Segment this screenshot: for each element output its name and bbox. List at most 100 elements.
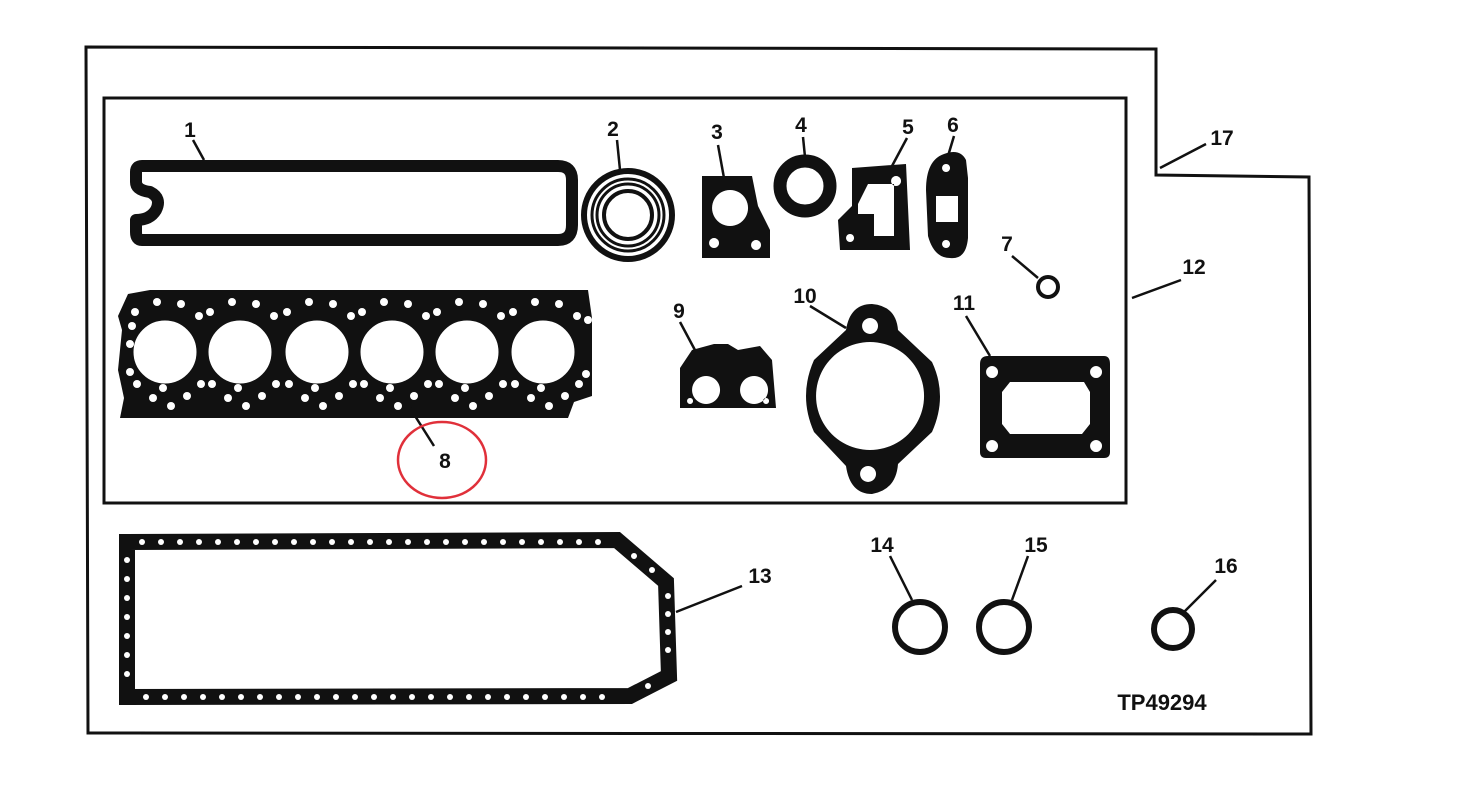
bolt-hole <box>575 380 583 388</box>
cylinder-bore <box>511 320 575 384</box>
bolt-hole <box>333 694 339 700</box>
bolt-hole <box>576 539 582 545</box>
bolt-hole <box>238 694 244 700</box>
bolt-hole <box>124 557 130 563</box>
bolt-hole <box>443 539 449 545</box>
part-8-cylinder-head-gasket[interactable] <box>118 290 592 418</box>
callout-3: 3 <box>711 121 723 144</box>
bolt-hole <box>208 380 216 388</box>
bolt-hole <box>573 312 581 320</box>
bolt-hole <box>479 300 487 308</box>
callout-10: 10 <box>793 285 816 308</box>
bolt-hole <box>183 392 191 400</box>
bolt-hole <box>665 647 671 653</box>
bolt-hole <box>348 539 354 545</box>
bolt-hole <box>283 308 291 316</box>
bolt-hole <box>360 380 368 388</box>
part-16-o-ring[interactable] <box>1151 607 1195 651</box>
callout-14: 14 <box>870 534 894 557</box>
bolt-hole <box>167 402 175 410</box>
bolt-hole <box>557 539 563 545</box>
bolt-hole <box>561 694 567 700</box>
bolt-hole <box>349 380 357 388</box>
bolt-hole <box>542 694 548 700</box>
bolt-hole <box>257 694 263 700</box>
highlight-circle-callout-8 <box>396 420 488 500</box>
bolt-hole <box>462 539 468 545</box>
bolt-hole <box>523 694 529 700</box>
bolt-hole <box>124 652 130 658</box>
bolt-hole <box>234 539 240 545</box>
bolt-hole <box>258 392 266 400</box>
bolt-hole <box>358 308 366 316</box>
bolt-hole <box>595 539 601 545</box>
bolt-hole <box>319 402 327 410</box>
part-15-o-ring[interactable] <box>976 599 1032 655</box>
bolt-hole <box>599 694 605 700</box>
callout-16: 16 <box>1214 555 1237 578</box>
bolt-hole <box>469 402 477 410</box>
bolt-hole <box>219 694 225 700</box>
bolt-hole <box>485 392 493 400</box>
kit-package-outline <box>84 45 1313 736</box>
bolt-hole <box>580 694 586 700</box>
bolt-hole <box>314 694 320 700</box>
bolt-hole <box>335 392 343 400</box>
bolt-hole <box>367 539 373 545</box>
bolt-hole <box>131 308 139 316</box>
bolt-hole <box>665 611 671 617</box>
cylinder-bore <box>133 320 197 384</box>
part-7-o-ring[interactable] <box>1036 275 1060 299</box>
bolt-hole <box>519 539 525 545</box>
bolt-hole <box>545 402 553 410</box>
bolt-hole <box>206 308 214 316</box>
callout-5: 5 <box>902 116 914 139</box>
bolt-hole <box>531 298 539 306</box>
part-6-gasket[interactable] <box>926 152 968 259</box>
bolt-hole <box>224 394 232 402</box>
part-14-o-ring[interactable] <box>892 599 948 655</box>
bolt-hole <box>497 312 505 320</box>
bolt-hole <box>159 384 167 392</box>
bolt-hole <box>347 312 355 320</box>
bolt-hole <box>291 539 297 545</box>
callout-11: 11 <box>953 292 976 315</box>
part-5-gasket[interactable] <box>838 164 910 250</box>
cylinder-bore <box>360 320 424 384</box>
bolt-hole <box>285 380 293 388</box>
bolt-hole <box>527 394 535 402</box>
bolt-hole <box>394 402 402 410</box>
bolt-hole <box>126 340 134 348</box>
bolt-hole <box>215 539 221 545</box>
bolt-hole <box>424 380 432 388</box>
bolt-hole <box>405 539 411 545</box>
bolt-hole <box>466 694 472 700</box>
cylinder-bore <box>285 320 349 384</box>
bolt-hole <box>124 595 130 601</box>
part-9-gasket[interactable] <box>680 344 776 408</box>
callout-17: 17 <box>1210 127 1233 150</box>
bolt-hole <box>305 298 313 306</box>
bolt-hole <box>128 322 136 330</box>
part-13-oil-pan-gasket[interactable] <box>119 531 678 706</box>
bolt-hole <box>352 694 358 700</box>
bolt-hole <box>386 539 392 545</box>
part-4-o-ring[interactable] <box>773 154 837 218</box>
bolt-hole <box>422 312 430 320</box>
callout-1: 1 <box>184 119 196 142</box>
cylinder-bore <box>435 320 499 384</box>
part-2-seal[interactable] <box>581 168 675 262</box>
part-11-gasket[interactable] <box>980 356 1110 458</box>
bolt-hole <box>124 576 130 582</box>
part-3-gasket[interactable] <box>702 176 770 258</box>
bolt-hole <box>200 694 206 700</box>
bolt-hole <box>649 567 655 573</box>
bolt-hole <box>329 539 335 545</box>
bolt-hole <box>149 394 157 402</box>
bolt-hole <box>428 694 434 700</box>
part-10-gasket[interactable] <box>806 304 940 494</box>
part-1-rocker-cover-gasket[interactable] <box>130 160 578 246</box>
bolt-hole <box>311 384 319 392</box>
bolt-hole <box>451 394 459 402</box>
figure-code: TP49294 <box>1117 690 1207 715</box>
